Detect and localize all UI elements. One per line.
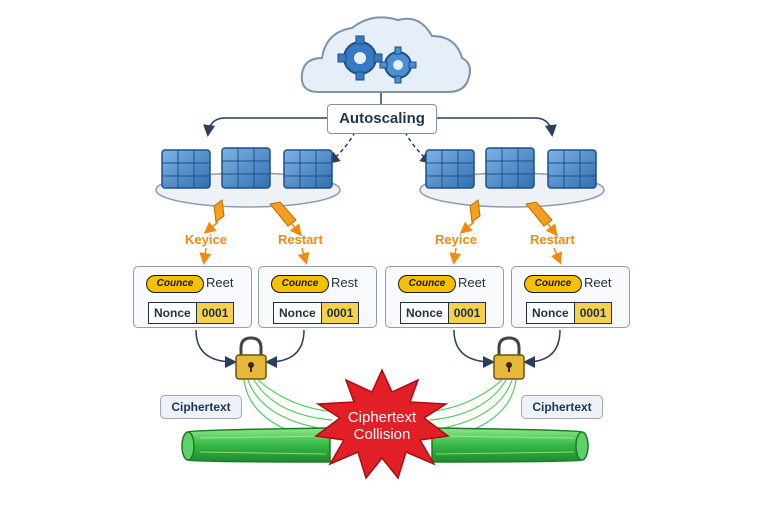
reset-text: Reet [206, 275, 234, 290]
autoscaling-label: Autoscaling [327, 104, 437, 134]
lock-icon [235, 336, 267, 380]
nonce-value: 0001 [196, 303, 234, 323]
ciphertext-label: Ciphertext [521, 395, 603, 419]
reset-text: Reet [458, 275, 486, 290]
key-icon [213, 199, 553, 227]
event-label: Restart [278, 232, 323, 247]
cluster-right [419, 147, 605, 208]
nonce-row: Nonce 0001 [273, 302, 360, 324]
reset-text: Rest [331, 275, 358, 290]
nonce-value: 0001 [321, 303, 359, 323]
nonce-label: Nonce [149, 303, 197, 323]
collision-burst-icon [314, 368, 450, 480]
lock-icon [493, 336, 525, 380]
nonce-value: 0001 [448, 303, 486, 323]
collision-line-2: Collision [353, 426, 411, 443]
nonce-label: Nonce [401, 303, 449, 323]
server-cube-icon [161, 149, 211, 189]
nonce-label: Nonce [527, 303, 575, 323]
counter-card: Counce Reet Nonce 0001 [133, 266, 252, 328]
reset-text: Reet [584, 275, 612, 290]
server-cube-icon [425, 149, 475, 189]
nonce-label: Nonce [274, 303, 322, 323]
collision-line-1: Ciphertext [347, 409, 417, 426]
nonce-row: Nonce 0001 [526, 302, 613, 324]
counter-card: Counce Reet Nonce 0001 [385, 266, 504, 328]
server-cube-icon [485, 147, 535, 189]
cable [181, 427, 589, 463]
cloud-gears-icon [300, 16, 471, 93]
counter-logo: Counce [271, 275, 329, 293]
collision-label: Ciphertext Collision [327, 409, 437, 443]
nonce-row: Nonce 0001 [400, 302, 487, 324]
counter-card: Counce Rest Nonce 0001 [258, 266, 377, 328]
event-label: Keyice [185, 232, 227, 247]
server-cube-icon [221, 147, 271, 189]
counter-logo: Counce [146, 275, 204, 293]
counter-logo: Counce [524, 275, 582, 293]
ciphertext-label: Ciphertext [160, 395, 242, 419]
nonce-value: 0001 [574, 303, 612, 323]
cluster-left [155, 147, 341, 208]
event-label: Reyice [435, 232, 477, 247]
server-cube-icon [283, 149, 333, 189]
counter-logo: Counce [398, 275, 456, 293]
server-cube-icon [547, 149, 597, 189]
counter-card: Counce Reet Nonce 0001 [511, 266, 630, 328]
event-label: Restart [530, 232, 575, 247]
nonce-row: Nonce 0001 [148, 302, 235, 324]
